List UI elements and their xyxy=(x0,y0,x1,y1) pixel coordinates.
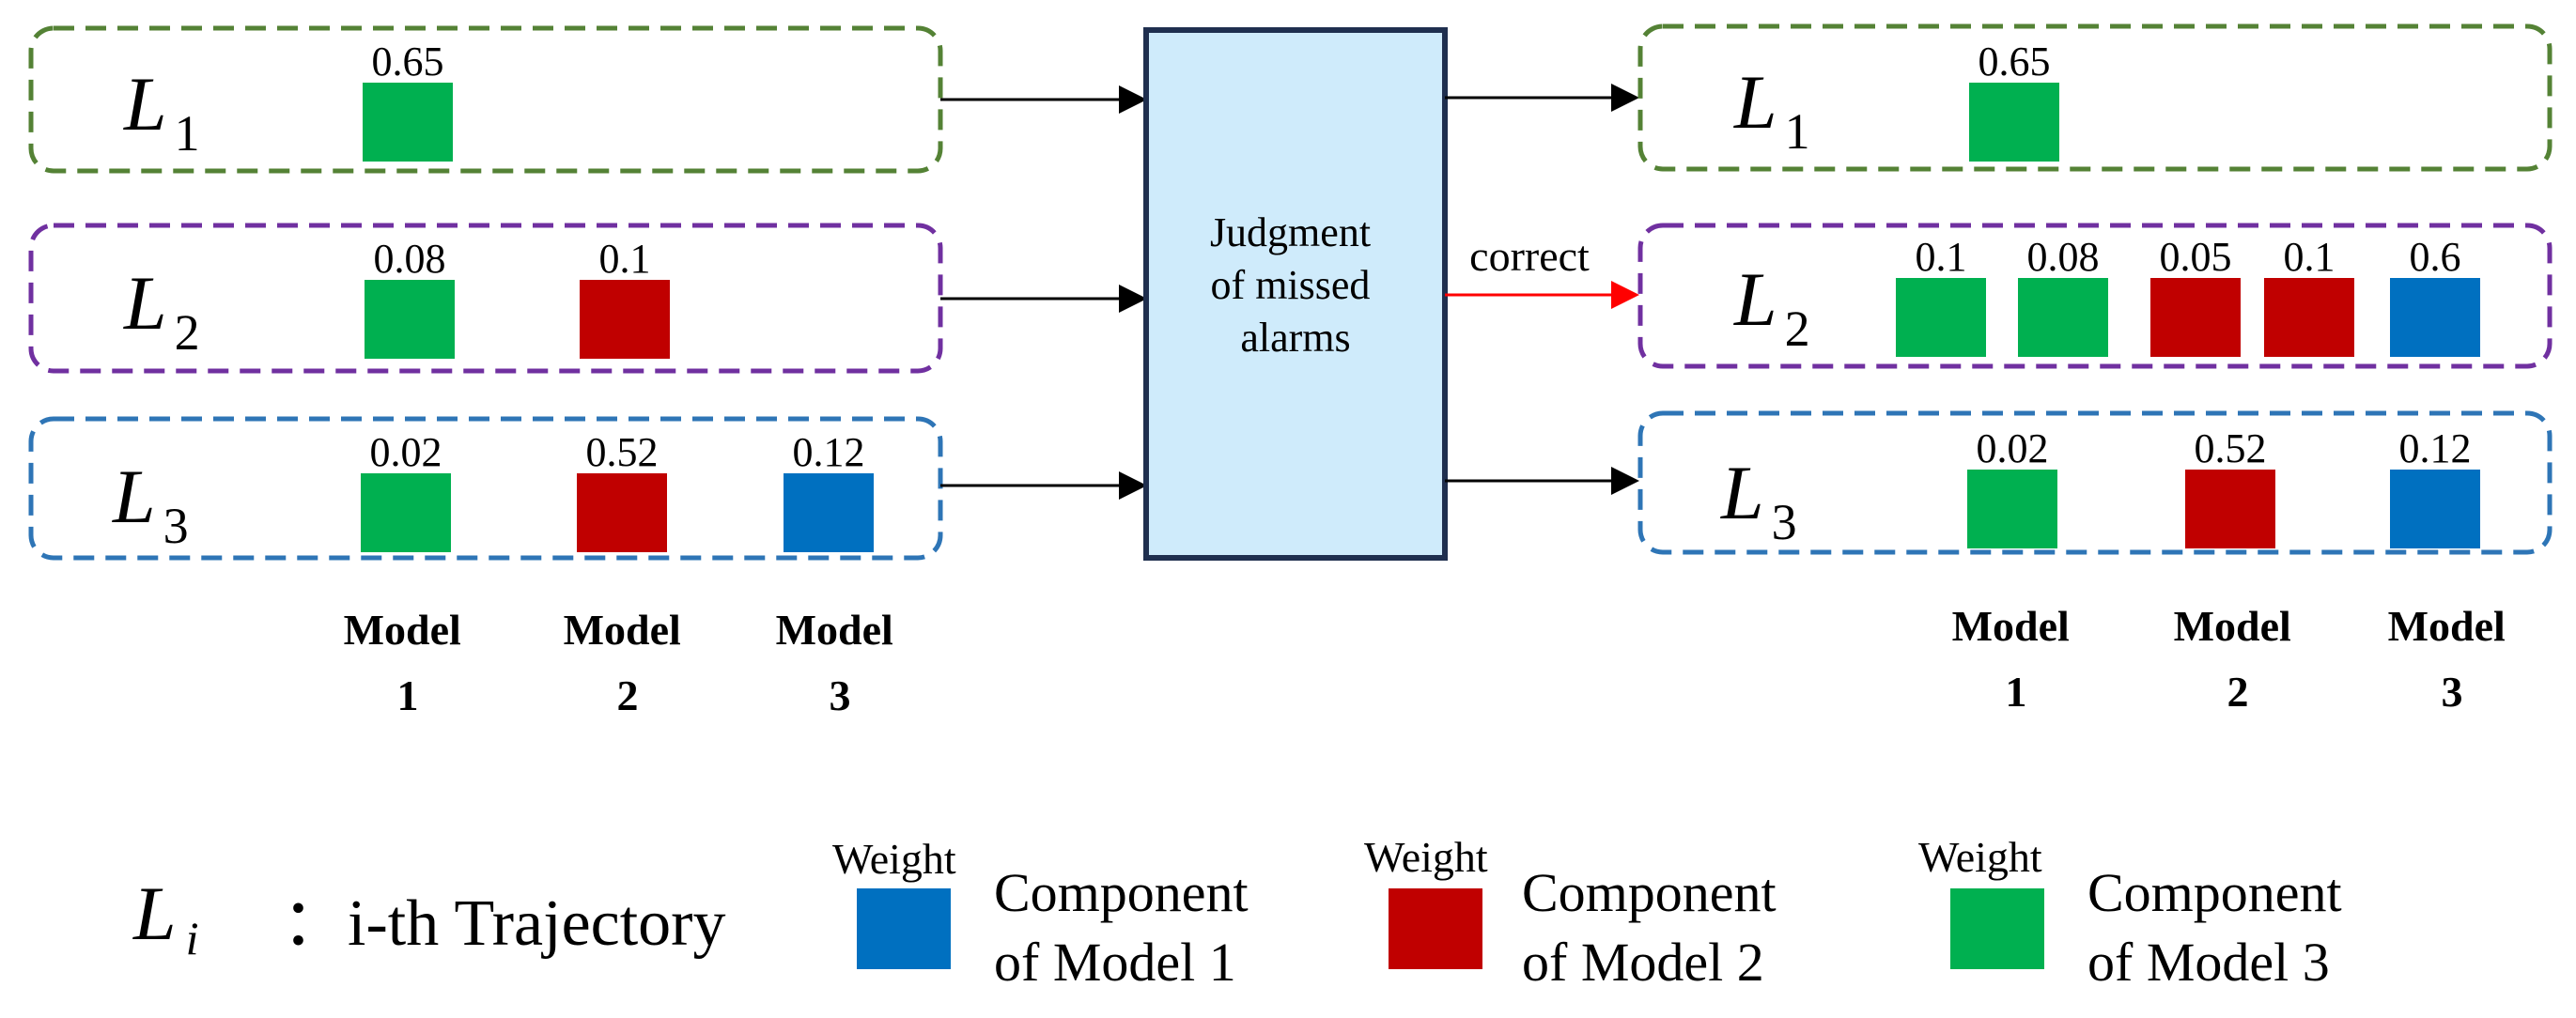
legend-item-1-tag: Weight xyxy=(832,835,956,883)
right-row-2-weight-4 xyxy=(2264,278,2354,357)
left-row-3-weight-2-value: 0.52 xyxy=(586,429,659,475)
right-row-1-weight-1 xyxy=(1969,83,2059,162)
right-row-3-weight-2 xyxy=(2185,470,2275,548)
right-row-3-weight-1-value: 0.02 xyxy=(1977,425,2049,471)
right-row-2-weight-2-value: 0.08 xyxy=(2027,234,2100,280)
right-row-3-weight-2-value: 0.52 xyxy=(2195,425,2267,471)
left-row-2-weight-1-value: 0.08 xyxy=(374,236,446,282)
judgment-box-frame xyxy=(1143,27,1448,561)
right-row-2-frame xyxy=(1637,223,2553,369)
left-row-1-weight-1 xyxy=(363,83,453,162)
right-row-2-weight-5 xyxy=(2390,278,2480,357)
left-row-2-weight-2 xyxy=(580,280,670,359)
right-model-3-label: Model 3 xyxy=(2388,602,2517,716)
right-row-2-weight-1-value: 0.1 xyxy=(1916,234,1967,280)
left-row-2-weight-1 xyxy=(365,280,455,359)
correct-label: correct xyxy=(1469,232,1590,280)
right-row-3-weight-3 xyxy=(2390,470,2480,548)
left-row-3-weight-2 xyxy=(577,473,667,552)
right-row-2-weight-4-value: 0.1 xyxy=(2284,234,2335,280)
right-model-1-label: Model 1 xyxy=(1952,602,2081,716)
right-row-1-weight-1-value: 0.65 xyxy=(1979,39,2051,85)
right-row-2-weight-5-value: 0.6 xyxy=(2410,234,2461,280)
judgment-box: Judgment of missed alarms xyxy=(1143,27,1448,561)
left-row-1-weight-1-value: 0.65 xyxy=(372,39,444,85)
right-row-3-frame xyxy=(1637,410,2553,555)
right-row-3-weight-1 xyxy=(1967,470,2057,548)
left-row-1-frame xyxy=(28,25,943,174)
legend-item-3-tag: Weight xyxy=(1918,833,2042,881)
right-model-2-label: Model 2 xyxy=(2174,602,2303,716)
legend-item-2-text: Component of Model 2 xyxy=(1522,862,1790,993)
left-model-3-label: Model 3 xyxy=(776,606,905,719)
legend-item-2-tag: Weight xyxy=(1364,833,1488,881)
left-row-2-frame xyxy=(28,223,943,374)
right-row-2-weight-2 xyxy=(2018,278,2108,357)
left-row-3-weight-1 xyxy=(361,473,451,552)
legend-li-text: ：i-th Trajectory xyxy=(282,887,725,960)
judgment-box-text: Judgment of missed alarms xyxy=(1210,209,1381,361)
legend-item-3-text: Component of Model 3 xyxy=(2087,862,2355,993)
legend-item-1-swatch xyxy=(857,888,951,969)
right-row-2-weight-3 xyxy=(2150,278,2241,357)
legend-item-1-text: Component of Model 1 xyxy=(994,862,1262,993)
right-row-1-frame xyxy=(1637,23,2553,172)
right-row-2-weight-3-value: 0.05 xyxy=(2160,234,2232,280)
left-row-3-weight-1-value: 0.02 xyxy=(370,429,442,475)
output-arrows: correct xyxy=(1445,84,1639,495)
left-row-3-frame xyxy=(28,416,943,561)
left-model-1-label: Model 1 xyxy=(344,606,473,719)
right-row-3-weight-3-value: 0.12 xyxy=(2399,425,2472,471)
left-row-3-weight-3-value: 0.12 xyxy=(793,429,865,475)
legend-item-3-swatch xyxy=(1950,888,2044,969)
input-arrows xyxy=(940,85,1147,500)
left-row-3-weight-3 xyxy=(784,473,874,552)
legend-item-2-swatch xyxy=(1389,888,1482,969)
right-row-2-weight-1 xyxy=(1896,278,1986,357)
left-row-2-weight-2-value: 0.1 xyxy=(599,236,651,282)
left-model-2-label: Model 2 xyxy=(564,606,692,719)
